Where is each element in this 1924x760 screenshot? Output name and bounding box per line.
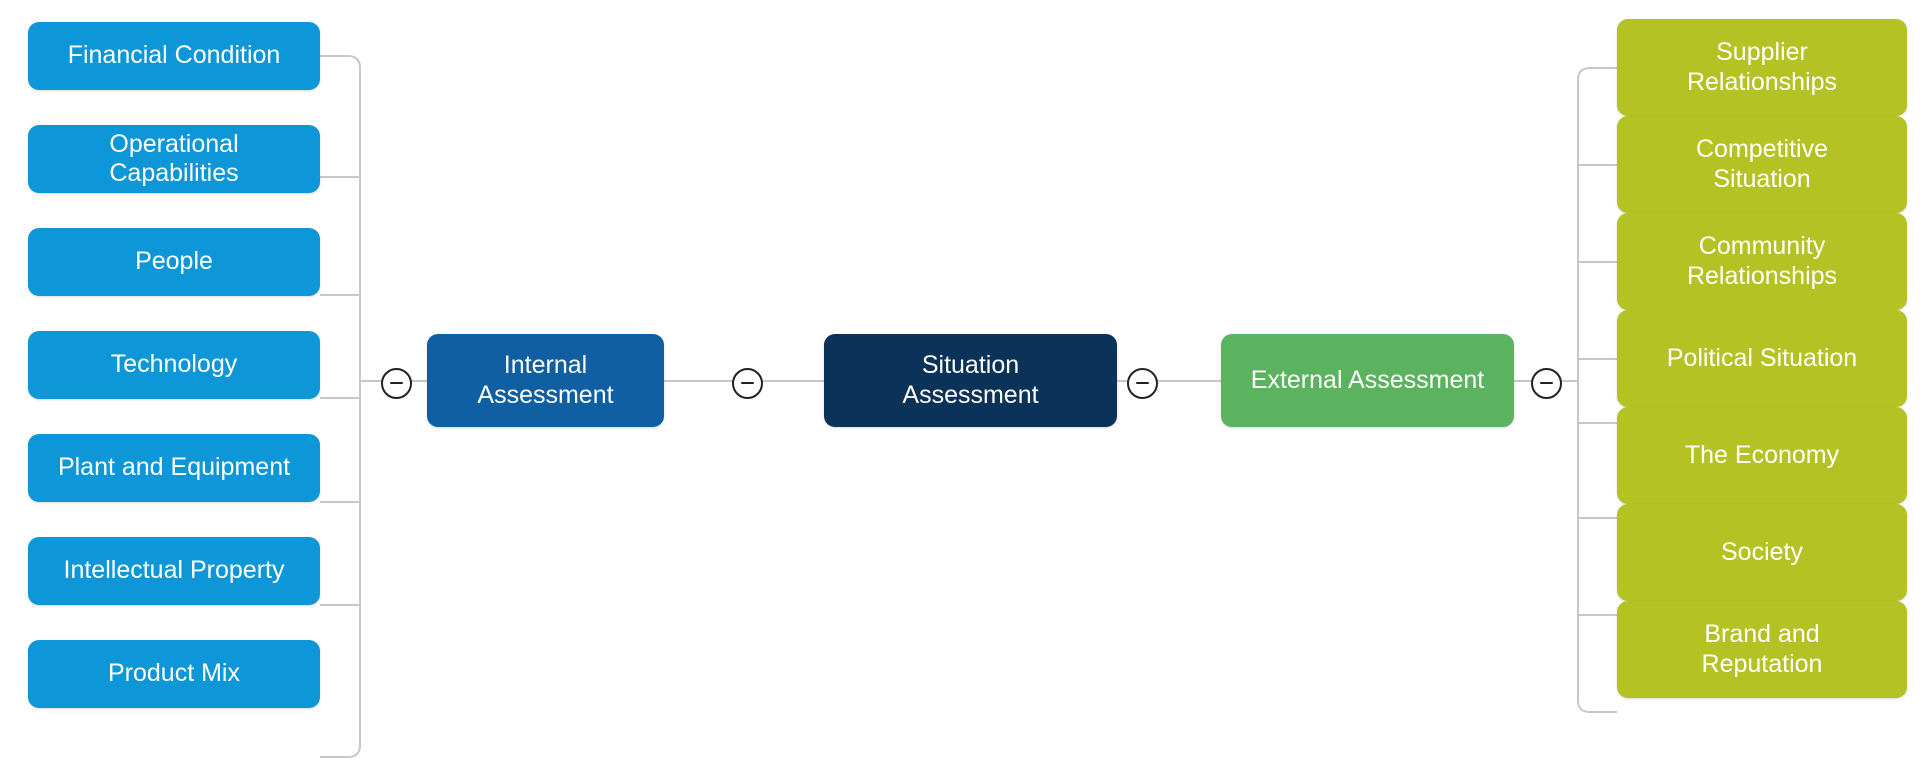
minus-glyph	[1135, 381, 1149, 385]
node-label: Community Relationships	[1686, 232, 1838, 290]
node-label: Technology	[110, 350, 238, 379]
node-label: Situation Assessment	[902, 351, 1039, 409]
node-label: The Economy	[1684, 440, 1840, 469]
node-label: Intellectual Property	[63, 556, 285, 585]
connector-left-trunk	[320, 55, 361, 758]
node-technology[interactable]: Technology	[28, 331, 320, 399]
collapse-minus-icon-internal[interactable]	[731, 367, 763, 399]
node-label: Product Mix	[108, 659, 240, 688]
node-label: Plant and Equipment	[57, 453, 291, 482]
node-label: Competitive Situation	[1696, 135, 1828, 193]
node-political-situation[interactable]: Political Situation	[1617, 310, 1907, 407]
node-financial-condition[interactable]: Financial Condition	[28, 22, 320, 90]
node-society[interactable]: Society	[1617, 504, 1907, 601]
node-community-relationships[interactable]: Community Relationships	[1617, 213, 1907, 310]
collapse-minus-icon-external-children[interactable]	[1530, 367, 1562, 399]
node-the-economy[interactable]: The Economy	[1617, 407, 1907, 504]
connector-right-trunk	[1577, 67, 1617, 713]
node-supplier-relationships[interactable]: Supplier Relationships	[1617, 19, 1907, 116]
node-situation-assessment[interactable]: Situation Assessment	[824, 334, 1117, 427]
node-label: External Assessment	[1250, 365, 1485, 394]
node-label: Financial Condition	[67, 41, 281, 70]
collapse-minus-icon-internal-children[interactable]	[380, 367, 412, 399]
node-label: Society	[1721, 537, 1803, 566]
collapse-minus-icon-external[interactable]	[1126, 367, 1158, 399]
node-operational-capabilities[interactable]: Operational Capabilities	[28, 125, 320, 193]
node-label: Political Situation	[1666, 343, 1858, 372]
node-product-mix[interactable]: Product Mix	[28, 640, 320, 708]
node-label: Brand and Reputation	[1701, 620, 1823, 678]
node-internal-assessment[interactable]: Internal Assessment	[427, 334, 664, 427]
node-label: Supplier Relationships	[1686, 38, 1838, 96]
node-brand-and-reputation[interactable]: Brand and Reputation	[1617, 601, 1907, 698]
node-label: Operational Capabilities	[109, 129, 239, 188]
node-people[interactable]: People	[28, 228, 320, 296]
node-plant-and-equipment[interactable]: Plant and Equipment	[28, 434, 320, 502]
node-competitive-situation[interactable]: Competitive Situation	[1617, 116, 1907, 213]
node-intellectual-property[interactable]: Intellectual Property	[28, 537, 320, 605]
minus-glyph	[389, 381, 403, 385]
minus-glyph	[1539, 381, 1553, 385]
minus-glyph	[740, 381, 754, 385]
node-label: Internal Assessment	[477, 351, 614, 409]
node-label: People	[135, 247, 213, 276]
node-external-assessment[interactable]: External Assessment	[1221, 334, 1514, 427]
